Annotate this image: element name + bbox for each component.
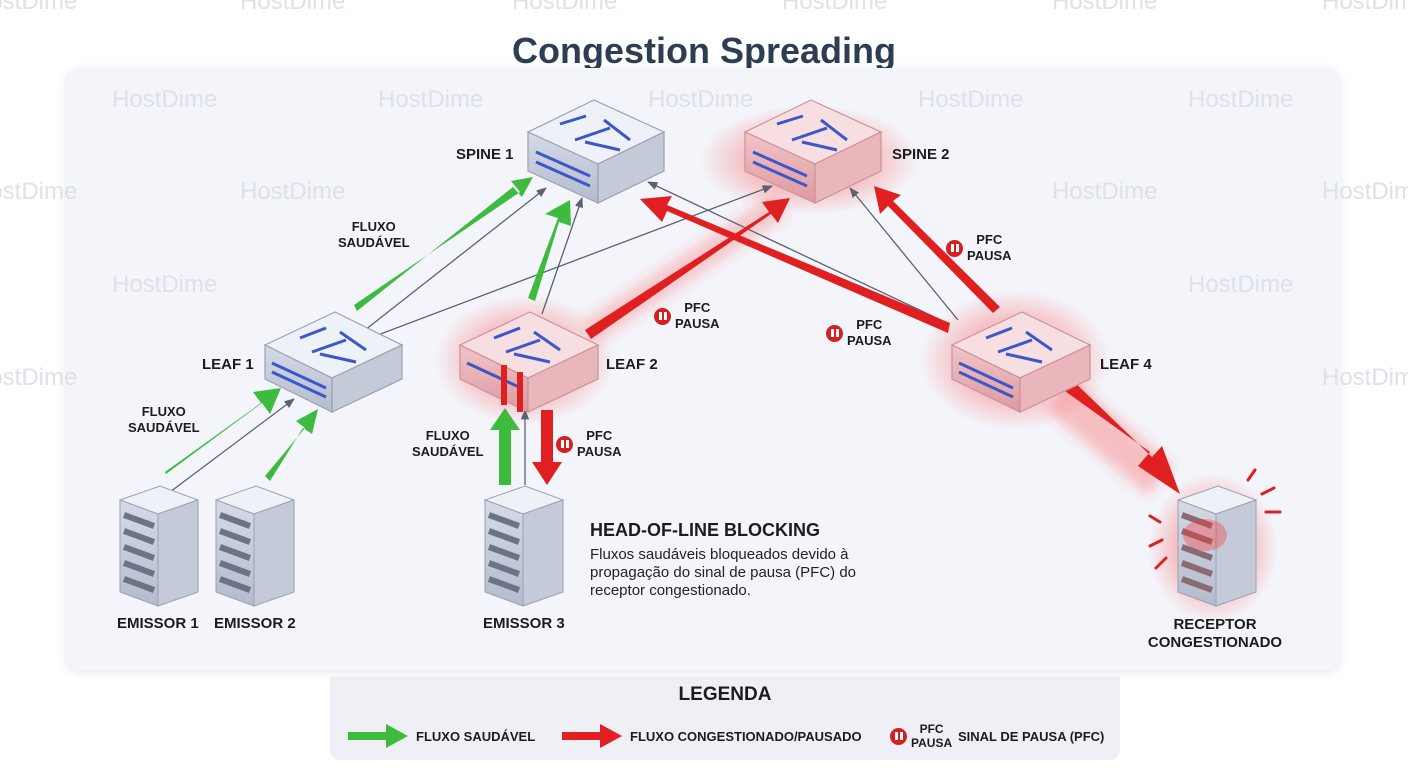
label-fluxo-saudavel: FLUXO SAUDÁVEL (128, 404, 200, 435)
label-receptor: RECEPTOR CONGESTIONADO (1147, 616, 1283, 651)
congested-arrow (532, 410, 562, 485)
label-leaf-1: LEAF 1 (202, 356, 254, 373)
congested-arrow (640, 196, 950, 333)
server-emissor-1 (118, 485, 200, 607)
watermark: HostDime (0, 364, 78, 391)
label-leaf-2: LEAF 2 (606, 356, 658, 373)
legend-pause-label: SINAL DE PAUSA (PFC) (958, 729, 1105, 744)
watermark: HostDime (512, 0, 618, 15)
watermark: HostDime (1188, 271, 1294, 298)
watermark: HostDime (112, 86, 218, 113)
pfc-pause-badge: PFC PAUSA (946, 232, 1012, 264)
label-leaf-4: LEAF 4 (1100, 356, 1152, 373)
legend-healthy-arrow (348, 724, 408, 748)
label-emissor-2: EMISSOR 2 (214, 615, 296, 632)
healthy-arrow (354, 177, 533, 311)
legend: LEGENDA FLUXO SAUDÁVEL FLUXO CONGESTIONA… (330, 676, 1120, 760)
watermark: HostDime (112, 271, 218, 298)
label-spine-1: SPINE 1 (456, 146, 514, 163)
healthy-arrow (490, 408, 520, 485)
label-fluxo-saudavel: FLUXO SAUDÁVEL (412, 428, 484, 459)
healthy-arrow (165, 388, 281, 474)
congested-flow-arrows (532, 186, 1180, 494)
watermark: HostDime (0, 0, 78, 15)
legend-congested-arrow (562, 724, 622, 748)
label-fluxo-saudavel: FLUXO SAUDÁVEL (338, 219, 410, 250)
switch-spine-1 (526, 99, 666, 204)
watermark: HostDime (1322, 178, 1408, 205)
pause-icon (556, 435, 573, 453)
switch-spine-2 (743, 99, 883, 204)
label-emissor-1: EMISSOR 1 (117, 615, 199, 632)
server-receptor (1148, 468, 1282, 607)
pause-icon (826, 324, 843, 342)
page-title: Congestion Spreading (511, 30, 896, 71)
watermark: HostDime (378, 86, 484, 113)
switch-leaf-4 (950, 311, 1092, 413)
watermark: HostDime (782, 0, 888, 15)
pause-icon (890, 727, 907, 745)
pfc-pause-badge: PFC PAUSA (654, 300, 720, 332)
watermark: HostDime (0, 178, 78, 205)
healthy-arrow (528, 200, 571, 301)
pfc-pause-badge: PFC PAUSA (556, 428, 622, 460)
legend-congested-label: FLUXO CONGESTIONADO/PAUSADO (630, 729, 862, 744)
legend-healthy-label: FLUXO SAUDÁVEL (416, 729, 536, 744)
watermark: HostDime (240, 178, 346, 205)
watermark: HostDime (240, 0, 346, 15)
legend-pause-badge: PFC PAUSA (890, 722, 952, 750)
blocked-port (501, 365, 507, 405)
hol-title: HEAD-OF-LINE BLOCKING (590, 520, 820, 540)
link-lines (169, 181, 959, 493)
switch-leaf-1 (263, 311, 404, 413)
blocked-port (517, 372, 523, 412)
label-emissor-3: EMISSOR 3 (483, 615, 565, 632)
congested-arrow (1058, 374, 1180, 494)
pfc-pause-badge: PFC PAUSA (826, 317, 892, 349)
congested-arrow (874, 186, 1000, 313)
hol-description: Fluxos saudáveis bloqueados devido à pro… (590, 546, 857, 599)
server-emissor-3 (483, 485, 565, 607)
pause-icon (946, 239, 963, 257)
legend-swatches (348, 724, 622, 748)
healthy-arrow (265, 409, 318, 481)
watermark: HostDime (648, 86, 754, 113)
watermark: HostDime (918, 86, 1024, 113)
watermark: HostDime (1052, 178, 1158, 205)
watermark: HostDime (1322, 0, 1408, 15)
switch-leaf-2 (458, 311, 600, 413)
watermark: HostDime (1322, 364, 1408, 391)
pause-icon (654, 307, 671, 325)
watermark: HostDime (1052, 0, 1158, 15)
legend-title: LEGENDA (678, 684, 772, 705)
server-emissor-2 (214, 485, 296, 607)
watermark: HostDime (1188, 86, 1294, 113)
congested-arrow (585, 198, 790, 339)
label-spine-2: SPINE 2 (892, 146, 950, 163)
healthy-flow-arrows (165, 177, 571, 485)
